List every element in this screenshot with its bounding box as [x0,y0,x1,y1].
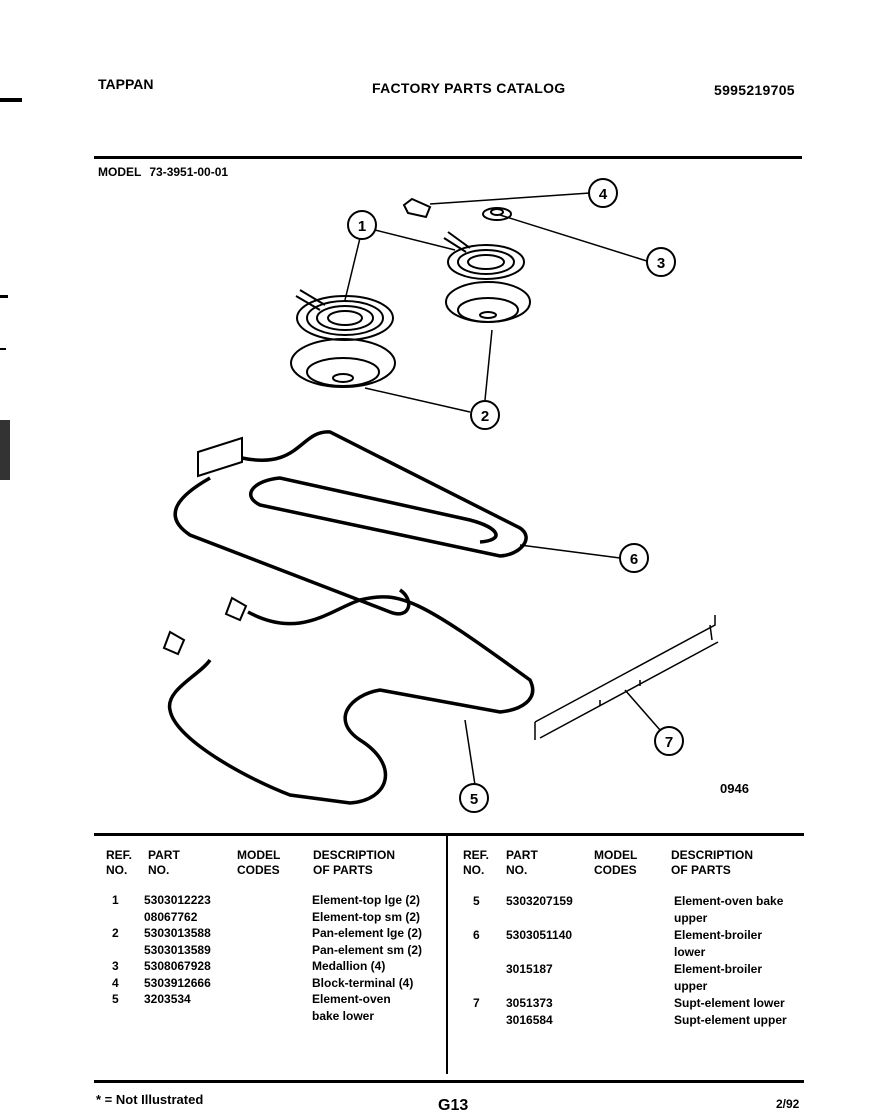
pan-element-large [290,338,396,388]
right-row-desc: Element-broiler [674,928,763,942]
right-header-desc: DESCRIPTION OF PARTS [671,848,754,877]
svg-text:3: 3 [657,255,665,272]
scan-mark [0,295,8,298]
left-row-ref: 1 [112,893,119,907]
footer-note: * = Not Illustrated [96,1092,204,1107]
right-header-model: MODEL CODES [594,848,638,877]
catalog-number: 5995219705 [714,82,795,98]
leader-line-5 [464,719,476,786]
broiler-element [173,430,528,616]
model-line: MODEL 73-3951-00-01 [98,165,228,179]
left-row-part: 5308067928 [144,959,211,973]
left-row-ref: 3 [112,959,119,973]
catalog-title: FACTORY PARTS CATALOG [372,80,566,96]
oven-bake-element [162,595,535,805]
callout-3: 3 [646,247,676,277]
leader-line-1a [374,229,456,251]
right-row-desc: Supt-element lower [674,996,785,1010]
callout-7: 7 [654,726,684,756]
left-header-part: PART NO. [148,848,180,877]
leader-line-7 [624,689,661,731]
left-row-desc: bake lower [312,1008,375,1023]
left-header-ref: REF. NO. [106,848,133,877]
element-top-large [295,289,394,341]
left-row-desc: Pan-element sm (2) [312,942,423,957]
block-terminal-part [402,197,432,219]
leader-line-6 [519,544,621,559]
publication-date: 2/92 [776,1097,800,1111]
left-row-ref: 2 [112,926,119,940]
left-row-part: 5303013589 [144,942,211,957]
leader-line-2b [484,329,493,401]
right-header-part: PART NO. [506,848,538,877]
callout-2: 2 [470,400,500,430]
right-row-desc: Element-oven bake [674,894,784,908]
right-row-desc: lower [674,945,706,959]
model-label: MODEL [98,165,142,179]
right-row-desc: Supt-element upper [674,1013,787,1027]
right-row-desc: upper [674,979,708,993]
left-row-desc: Element-oven [312,992,391,1006]
callout-4: 4 [588,178,618,208]
right-row-ref: 7 [473,996,480,1010]
leader-line-3 [499,214,651,263]
right-row-ref: 6 [473,928,480,942]
left-row-part: 3203534 [144,992,191,1006]
svg-text:2: 2 [481,408,489,425]
left-header-desc: DESCRIPTION OF PARTS [313,848,396,877]
left-row-desc: Block-terminal (4) [312,975,414,990]
right-row-part: 3051373 [506,996,553,1010]
left-row-desc: Pan-element lge (2) [312,926,423,940]
callout-5: 5 [459,783,489,813]
figure-code: 0946 [720,781,749,796]
right-row-ref: 5 [473,894,480,908]
element-top-small [443,231,525,280]
left-row-ref: 4 [112,975,119,990]
brand-logo: TAPPAN [98,76,154,92]
right-row-desc: upper [674,911,708,925]
leader-line-2a [364,387,471,413]
left-row-part: 08067762 [144,909,198,924]
left-row-part: 5303912666 [144,975,211,990]
left-row-desc: Element-top sm (2) [312,909,421,924]
header-rule [94,156,802,159]
svg-text:1: 1 [358,218,366,235]
right-row-part: 3016584 [506,1013,553,1027]
callout-6: 6 [619,543,649,573]
leader-line-1b [344,237,361,301]
scan-mark [0,98,22,102]
left-row-desc: Element-top lge (2) [312,893,421,907]
svg-text:6: 6 [630,551,638,568]
left-row-part: 5303012223 [144,893,211,907]
svg-text:7: 7 [665,734,673,751]
left-row-part: 5303013588 [144,926,211,940]
right-row-desc: Element-broiler [674,962,763,976]
support-element [534,615,719,740]
pan-element-small [445,281,531,323]
table-divider [446,836,448,1074]
left-row-desc: Medallion (4) [312,959,386,973]
model-number: 73-3951-00-01 [149,165,229,179]
left-header-model: MODEL CODES [237,848,281,877]
scan-mark [0,420,10,480]
right-row-part: 5303207159 [506,894,573,908]
right-row-part: 3015187 [506,962,553,976]
medallion-center [490,208,504,216]
svg-text:4: 4 [599,186,608,203]
scan-mark [0,348,6,350]
leader-line-4 [429,192,591,205]
left-row-ref: 5 [112,992,119,1006]
right-header-ref: REF. NO. [463,848,490,877]
parts-table: REF. NO. PART NO. MODEL CODES DESCRIPTIO… [94,833,804,1083]
svg-text:5: 5 [470,791,478,808]
right-row-part: 5303051140 [506,928,573,942]
page-code: G13 [438,1097,469,1114]
callout-1: 1 [347,210,377,240]
exploded-parts-diagram: 4 3 1 2 6 7 5 [162,178,719,813]
